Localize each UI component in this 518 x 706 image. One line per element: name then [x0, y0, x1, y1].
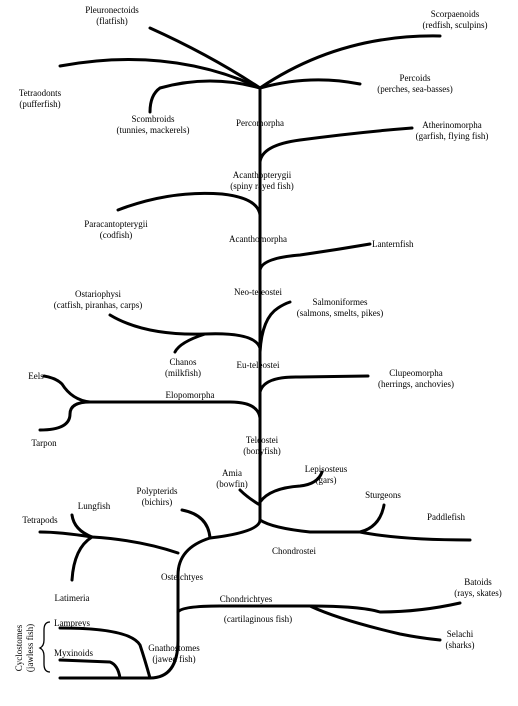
branch-polypterids [180, 508, 212, 540]
label-chondrichtyes: Chondrichtyes [220, 594, 273, 604]
branch-myxinoids [58, 658, 122, 680]
cyclostomes-bracket [38, 621, 51, 673]
branch-lines [38, 26, 472, 680]
labels: Pleuronectoids (flatfish) Scorpaenoids (… [14, 5, 502, 672]
branch-selachi [308, 604, 442, 642]
label-scombroids-sub: (tunnies, mackerels) [117, 125, 190, 135]
label-selachi-sub: (sharks) [446, 640, 475, 650]
branch-lampreys [58, 626, 152, 680]
branch-lungfish [70, 513, 94, 539]
label-scombroids: Scombroids [131, 114, 174, 124]
branch-paracantopterygii [116, 191, 262, 217]
label-eels: Eels [28, 371, 44, 381]
label-clupeomorpha-sub: (herrings, anchovies) [378, 379, 454, 389]
label-amia-sub: (bowfin) [216, 479, 248, 489]
label-batoids-sub: (rays, skates) [454, 588, 501, 598]
label-scorpaenoids-sub: (redfish, sculpins) [423, 20, 488, 30]
label-paracantopterygii: Paracantopterygii [84, 219, 148, 229]
branch-tetraodonts [58, 58, 262, 90]
branch-clupeomorpha [258, 374, 370, 394]
label-clupeomorpha: Clupeomorpha [389, 368, 443, 378]
branch-scorpaenoids [258, 34, 442, 90]
label-chondrichtyes-sub: (cartilaginous fish) [224, 614, 292, 624]
label-lanternfish: Lanternfish [372, 239, 414, 249]
branch-sturgeons-paddlefish [258, 503, 386, 534]
label-acanthopterygii: Acanthopterygii [233, 170, 292, 180]
label-polypterids: Polypterids [136, 486, 177, 496]
label-gnathostomes: Gnathostomes [148, 643, 200, 653]
branch-salmoniformes [258, 300, 292, 354]
branch-elopomorpha [38, 400, 262, 432]
branch-lanternfish [258, 242, 372, 272]
label-tetraodonts: Tetraodonts [19, 88, 62, 98]
branch-amia [238, 488, 262, 507]
branch-paddlefish [358, 530, 472, 542]
label-sturgeons: Sturgeons [365, 490, 401, 500]
branch-chanos [173, 332, 207, 354]
branch-main-trunk [58, 86, 262, 680]
label-ostariophysi: Ostariophysi [75, 289, 121, 299]
label-pleuronectoids-sub: (flatfish) [96, 16, 128, 26]
branch-latimeria [70, 535, 94, 582]
label-tarpon: Tarpon [31, 438, 57, 448]
label-latimeria: Latimeria [55, 593, 90, 603]
branch-percoids [258, 78, 362, 90]
label-tetraodonts-sub: (pufferfish) [19, 99, 60, 109]
label-selachi: Selachi [447, 629, 474, 639]
label-salmoniformes: Salmoniformes [313, 297, 368, 307]
label-pleuronectoids: Pleuronectoids [85, 5, 139, 15]
label-eu-teleostei: Eu-teleostei [237, 360, 280, 370]
label-batoids: Batoids [464, 577, 492, 587]
label-teleostei-sub: (bonyfish) [243, 446, 281, 456]
label-lungfish: Lungfish [78, 501, 111, 511]
label-lepisosteus-sub: (gars) [316, 475, 337, 485]
branch-eels [42, 374, 92, 404]
label-salmoniformes-sub: (salmons, smelts, pikes) [297, 308, 384, 318]
label-neo-teleostei: Neo-teleostei [234, 287, 282, 297]
branch-pleuronectoids [148, 26, 262, 90]
label-chanos-sub: (milkfish) [165, 368, 201, 378]
label-paddlefish: Paddlefish [427, 512, 465, 522]
label-percoids-sub: (perches, sea-basses) [377, 84, 452, 94]
branch-atherinomorpha [258, 126, 414, 164]
branch-lepisosteus [258, 470, 324, 504]
branch-chondrichtyes [176, 601, 462, 614]
label-teleostei: Teleostei [246, 435, 279, 445]
branch-scombroids [148, 79, 262, 114]
label-percomorpha: Percomorpha [236, 118, 284, 128]
label-cyclostomes-sub: (jawless fish) [25, 624, 35, 672]
label-acanthopterygii-sub: (spiny rayed fish) [230, 181, 293, 191]
label-chondrostei: Chondrostei [272, 546, 316, 556]
label-acanthomorpha: Acanthomorpha [229, 234, 287, 244]
label-amia: Amia [222, 468, 242, 478]
label-scorpaenoids: Scorpaenoids [431, 9, 480, 19]
label-atherinomorpha: Atherinomorpha [422, 120, 481, 130]
label-percoids: Percoids [400, 73, 431, 83]
label-polypterids-sub: (bichirs) [142, 497, 173, 507]
label-chanos: Chanos [170, 357, 197, 367]
label-myxinoids: Myxinoids [54, 648, 94, 658]
label-osteichtyes: Osteichtyes [161, 572, 203, 582]
branch-tetrapods [38, 530, 180, 555]
label-lampreys: Lampreys [54, 618, 90, 628]
label-ostariophysi-sub: (catfish, piranhas, carps) [54, 300, 142, 310]
label-atherinomorpha-sub: (garfish, flying fish) [416, 131, 489, 141]
label-tetrapods: Tetrapods [22, 515, 58, 525]
label-gnathostomes-sub: (jawed fish) [152, 654, 195, 664]
label-paracantopterygii-sub: (codfish) [100, 230, 133, 240]
label-lepisosteus: Lepisosteus [305, 464, 348, 474]
label-cyclostomes: Cyclostomes [14, 624, 24, 671]
label-elopomorpha: Elopomorpha [166, 390, 215, 400]
